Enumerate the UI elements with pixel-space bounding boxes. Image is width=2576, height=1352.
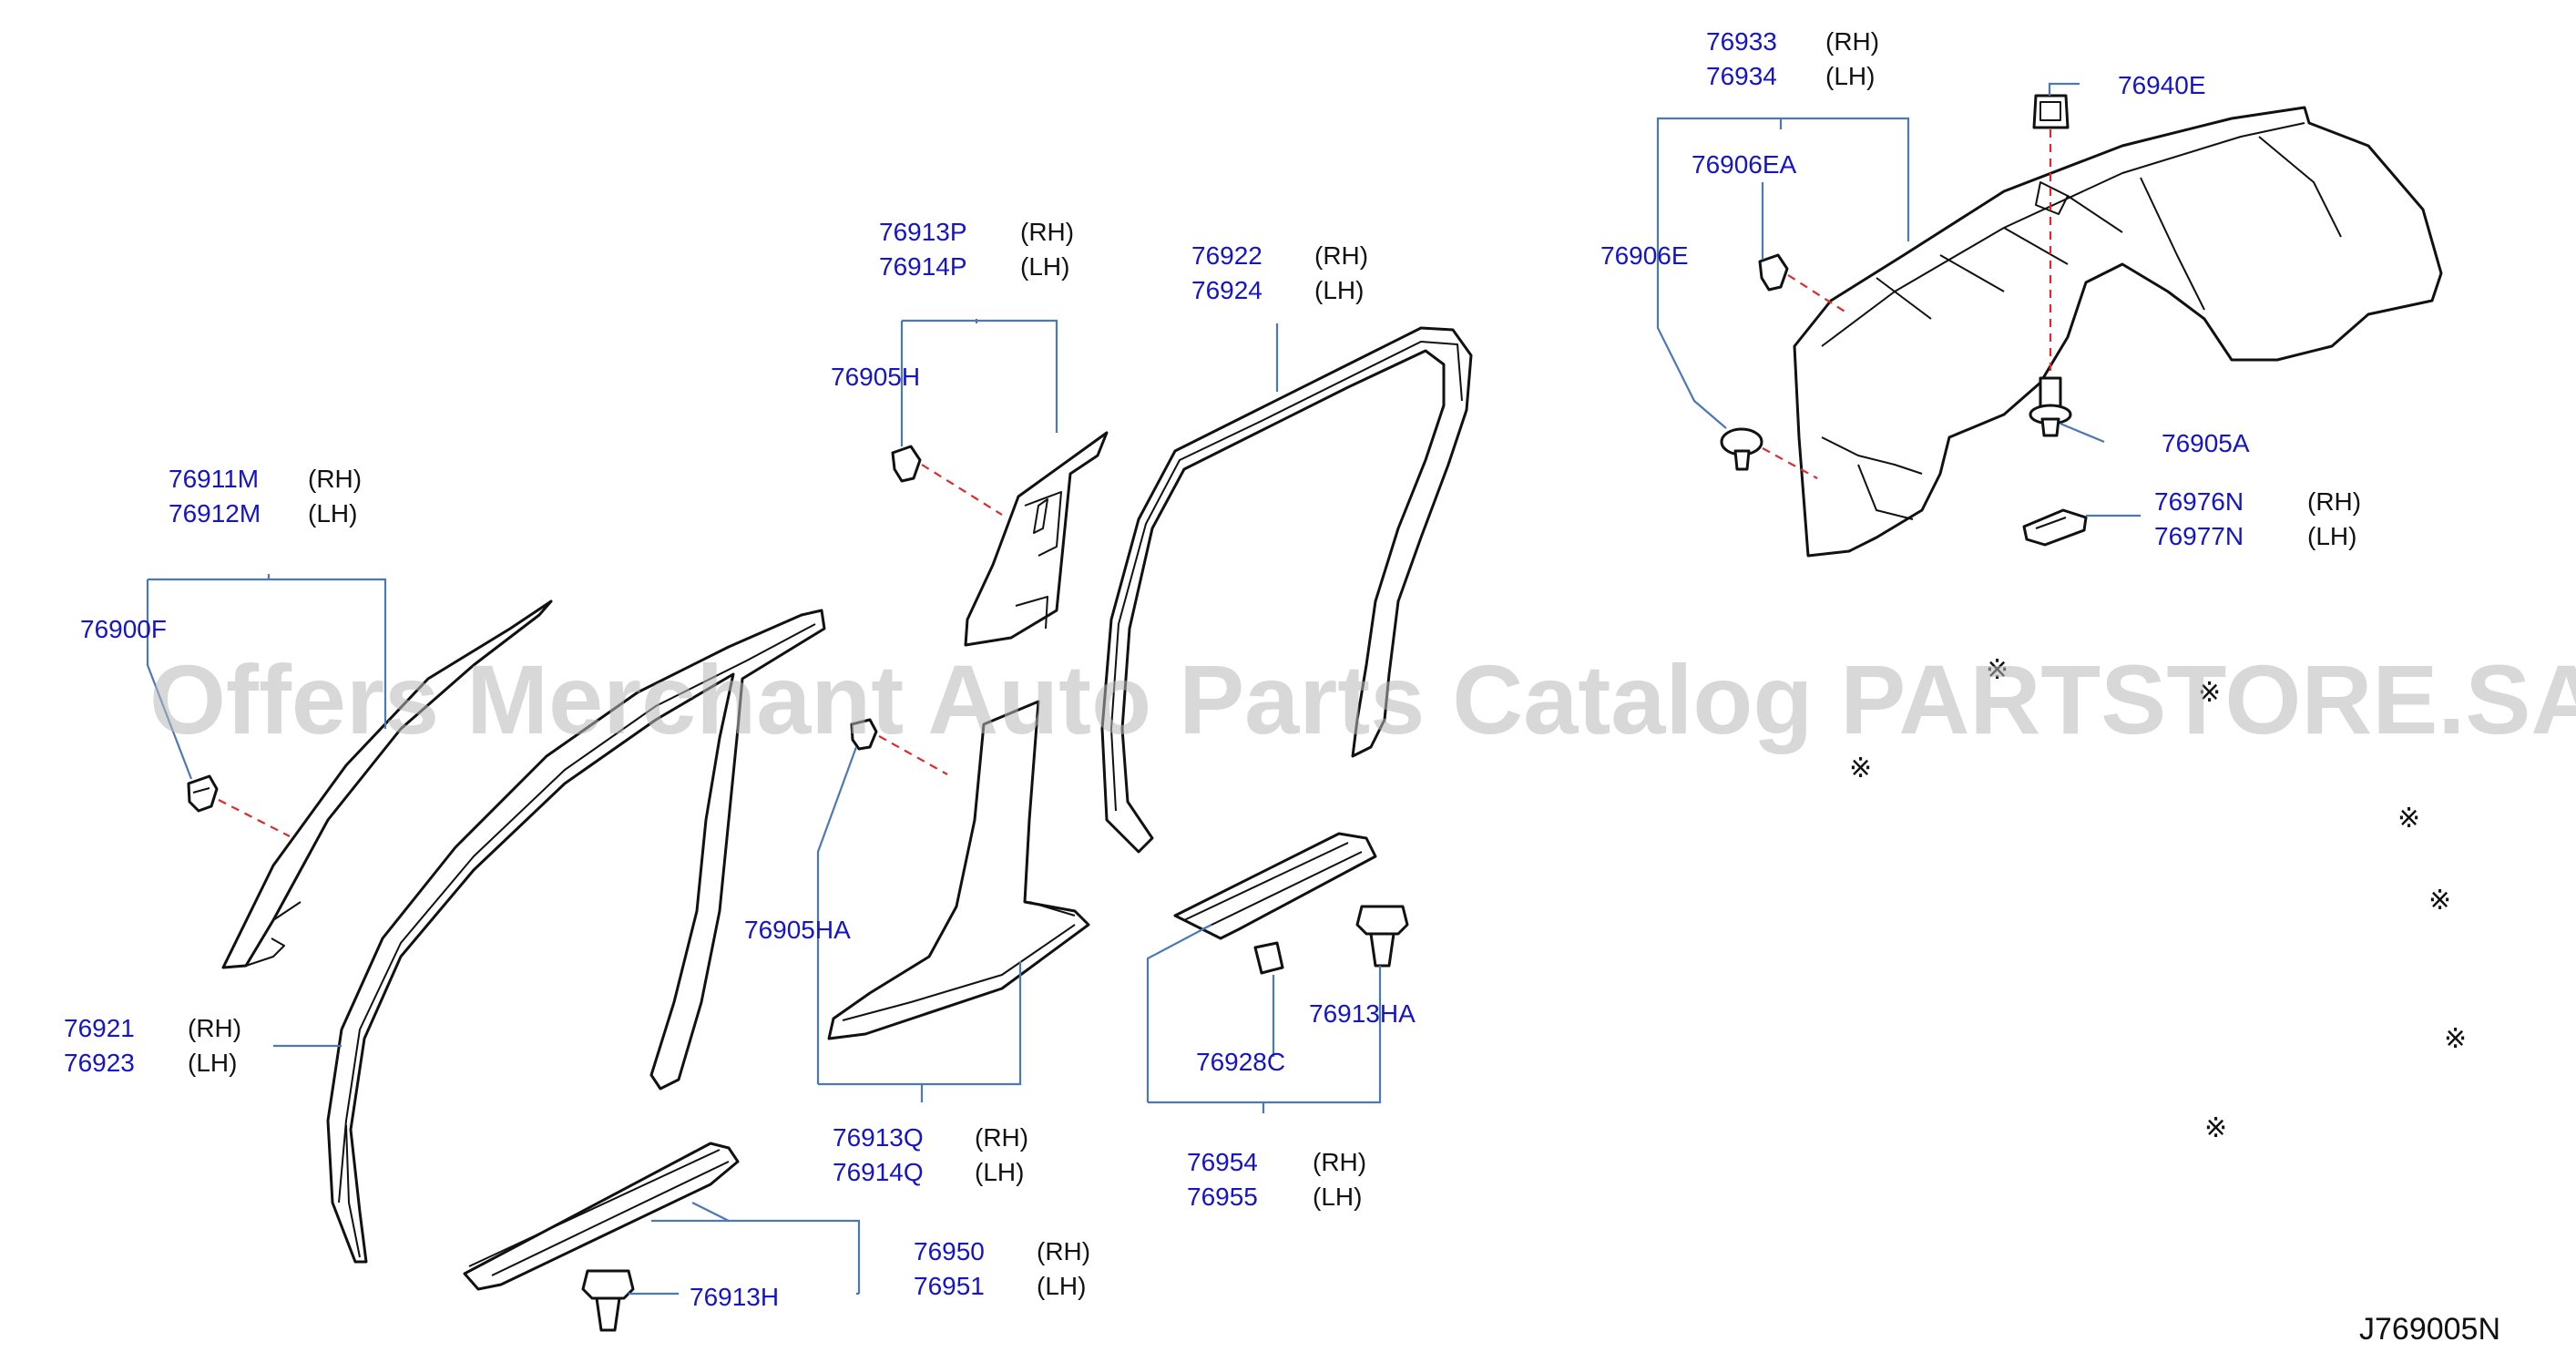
clip-76905HA (850, 718, 878, 751)
clip-76913H (581, 1269, 635, 1332)
rear-quarter-trim-part (1793, 106, 2443, 558)
label-76900F: 76900F (80, 615, 167, 643)
label-76933: 76933 (1706, 27, 1777, 56)
label-76905H: 76905H (831, 363, 920, 391)
side-rh-76976N: (RH) (2307, 487, 2361, 516)
label-76906EA: 76906EA (1692, 150, 1797, 179)
note-symbol: ※ (2428, 885, 2451, 917)
watermark: Offers Merchant Auto Parts Catalog PARTS… (149, 644, 2576, 754)
label-76951: 76951 (914, 1272, 985, 1300)
clip-76900F (187, 774, 219, 813)
label-76934: 76934 (1706, 62, 1777, 90)
side-rh-76913Q: (RH) (975, 1123, 1028, 1152)
side-rh-76933: (RH) (1825, 27, 1879, 56)
rear-weatherstrip-part (1100, 326, 1473, 854)
side-rh-76922: (RH) (1314, 241, 1368, 270)
label-76914Q: 76914Q (833, 1158, 924, 1186)
note-symbol: ※ (2397, 803, 2420, 835)
label-76905A: 76905A (2162, 429, 2250, 457)
cap-76976N (2022, 508, 2088, 547)
label-76923: 76923 (64, 1049, 135, 1077)
clip-76905H (891, 445, 922, 483)
side-lh-76977N: (LH) (2307, 522, 2356, 550)
b-pillar-upper-garnish-part (964, 431, 1109, 647)
side-lh-76924: (LH) (1314, 276, 1364, 304)
label-76906E: 76906E (1600, 241, 1689, 270)
note-symbol: ※ (1986, 654, 2009, 686)
label-76940E: 76940E (2118, 71, 2206, 99)
label-76921: 76921 (64, 1014, 135, 1042)
note-symbol: ※ (2444, 1023, 2467, 1055)
label-76913P: 76913P (879, 218, 967, 246)
label-76924: 76924 (1191, 276, 1262, 304)
side-lh-76923: (LH) (188, 1049, 237, 1077)
a-pillar-garnish-part (221, 599, 553, 969)
side-lh-76934: (LH) (1825, 62, 1875, 90)
b-pillar-lower-garnish-part (827, 700, 1090, 1040)
note-symbol: ※ (2204, 1112, 2227, 1144)
clip-76906EA (1758, 253, 1789, 292)
label-76913Q: 76913Q (833, 1123, 924, 1152)
side-lh-76914Q: (LH) (975, 1158, 1024, 1186)
side-lh-76955: (LH) (1313, 1183, 1362, 1211)
label-76905HA: 76905HA (744, 916, 851, 944)
label-76955: 76955 (1187, 1183, 1258, 1211)
side-rh-76954: (RH) (1313, 1148, 1366, 1176)
clip-76940E (2032, 94, 2070, 129)
label-76922: 76922 (1191, 241, 1262, 270)
label-76977N: 76977N (2154, 522, 2244, 550)
rear-kicking-plate-part (1173, 832, 1377, 940)
diagram-code: J769005N (2359, 1312, 2500, 1347)
side-rh-76950: (RH) (1037, 1237, 1090, 1265)
label-76954: 76954 (1187, 1148, 1258, 1176)
clip-76913HA (1355, 905, 1409, 968)
label-76976N: 76976N (2154, 487, 2244, 516)
bolt-76905A (2029, 376, 2072, 437)
side-lh-76914P: (LH) (1020, 252, 1069, 281)
clip-76928C (1253, 941, 1284, 975)
side-rh-76911M: (RH) (308, 465, 362, 493)
label-76913HA: 76913HA (1309, 999, 1416, 1028)
label-76950: 76950 (914, 1237, 985, 1265)
clip-76906E (1720, 427, 1763, 471)
side-rh-76913P: (RH) (1020, 218, 1074, 246)
note-symbol: ※ (2198, 677, 2221, 709)
label-76911M: 76911M (169, 465, 259, 493)
label-76913H: 76913H (690, 1283, 779, 1311)
label-76928C: 76928C (1196, 1048, 1285, 1076)
front-weatherstrip-part (326, 609, 826, 1264)
note-symbol: ※ (1849, 753, 1872, 784)
side-lh-76951: (LH) (1037, 1272, 1086, 1300)
label-76912M: 76912M (169, 499, 261, 527)
side-lh-76912M: (LH) (308, 499, 357, 527)
front-kicking-plate-part (463, 1142, 740, 1291)
label-76914P: 76914P (879, 252, 967, 281)
side-rh-76921: (RH) (188, 1014, 241, 1042)
